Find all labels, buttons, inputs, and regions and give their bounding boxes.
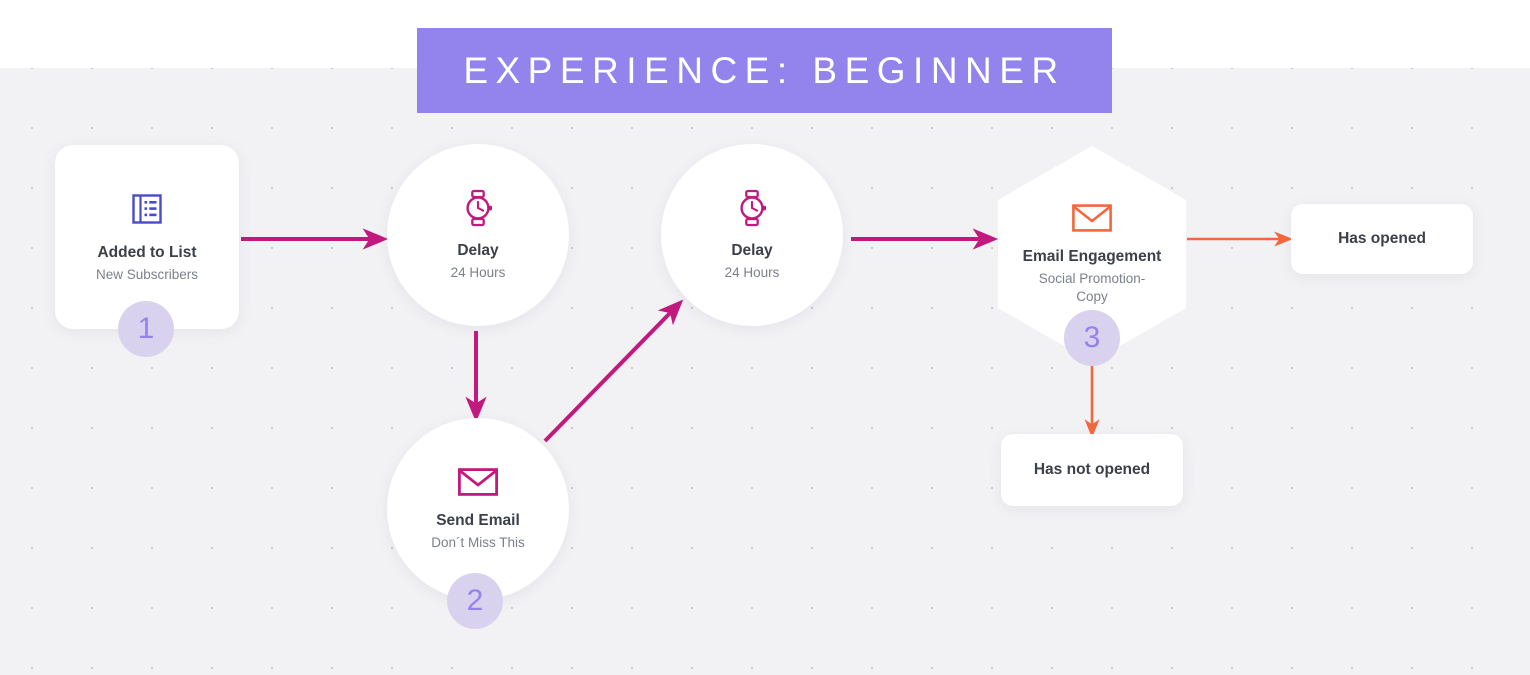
outcome-label: Has opened: [1338, 230, 1426, 247]
node-subtitle: 24 Hours: [724, 264, 780, 280]
node-title: Email Engagement: [1022, 248, 1162, 266]
outcome-label: Has not opened: [1033, 461, 1151, 478]
envelope-icon: [458, 467, 498, 497]
node-title: Delay: [457, 241, 499, 259]
node-added-to-list[interactable]: Added to List New Subscribers: [55, 145, 239, 329]
node-title: Delay: [731, 241, 773, 259]
step-badge-3: 3: [1064, 310, 1120, 366]
node-subtitle: New Subscribers: [95, 266, 199, 282]
node-subtitle: Don´t Miss This: [431, 534, 525, 550]
node-subtitle: 24 Hours: [450, 264, 506, 280]
envelope-icon: [1072, 203, 1112, 233]
node-title: Send Email: [436, 511, 520, 529]
step-badge-1: 1: [118, 301, 174, 357]
outcome-has-opened[interactable]: Has opened: [1291, 204, 1473, 274]
node-delay-1[interactable]: Delay 24 Hours: [387, 144, 569, 326]
step-badge-2: 2: [447, 573, 503, 629]
watch-icon: [735, 189, 769, 227]
node-subtitle: Social Promotion-Copy: [1038, 271, 1146, 304]
node-send-email[interactable]: Send Email Don´t Miss This: [387, 418, 569, 600]
outcome-has-not-opened[interactable]: Has not opened: [1001, 434, 1183, 506]
node-delay-2[interactable]: Delay 24 Hours: [661, 144, 843, 326]
experience-level-banner: EXPERIENCE: BEGINNER: [417, 28, 1112, 113]
list-icon: [129, 191, 165, 227]
watch-icon: [461, 189, 495, 227]
page-title: EXPERIENCE: BEGINNER: [463, 49, 1066, 91]
node-title: Added to List: [97, 243, 197, 261]
